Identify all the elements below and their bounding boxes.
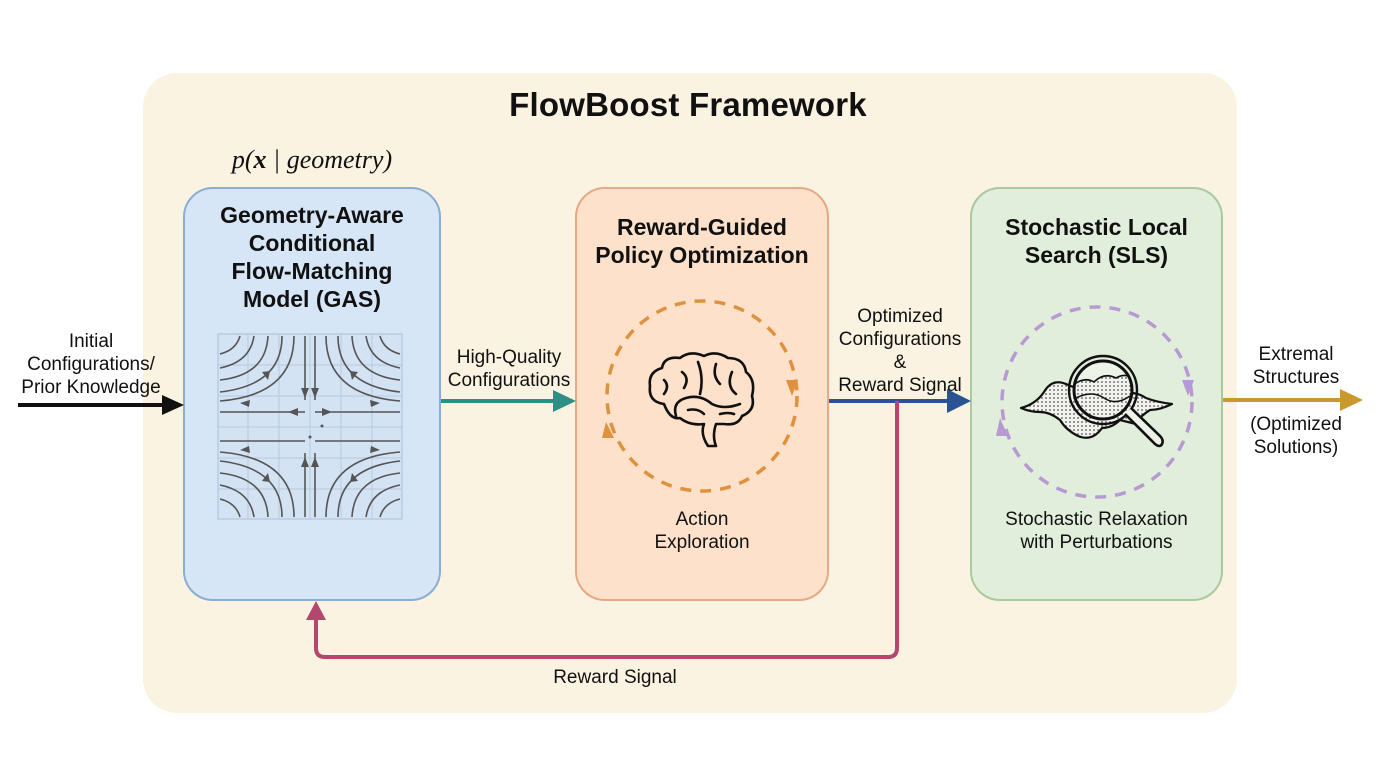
input-arrow: [18, 395, 184, 415]
output-arrow: [1223, 389, 1363, 411]
input-label: Initial Configurations/ Prior Knowledge: [6, 330, 176, 399]
rl-module-caption: Action Exploration: [577, 508, 827, 554]
brain-icon: [648, 352, 755, 448]
sls-perturbation-loop: [996, 305, 1194, 499]
gas-to-rl-label: High-Quality Configurations: [438, 346, 580, 392]
sls-title-line: Stochastic Local: [1005, 214, 1188, 240]
feedback-arrow: [306, 401, 899, 659]
gas-title-line: Model (GAS): [243, 286, 381, 312]
output-label: Extremal Structures: [1226, 343, 1366, 389]
rl-caption-line: Action: [675, 509, 729, 530]
sls-title-line: Search (SLS): [1024, 242, 1169, 268]
output-label-line: Structures: [1252, 367, 1340, 388]
rl-to-sls-label-line: Optimized: [857, 306, 943, 327]
sls-caption-line: with Perturbations: [1020, 532, 1173, 553]
formula-separator: |: [266, 145, 287, 174]
magnifier-landscape-icon: [1019, 354, 1174, 448]
input-label-line: Configurations/: [27, 354, 155, 375]
rl-to-sls-label-line: Reward Signal: [838, 375, 962, 396]
formula-variable: x: [253, 145, 267, 174]
gas-module-title: Geometry-Aware Conditional Flow-Matching…: [185, 201, 439, 313]
formula-prefix: p(: [231, 145, 254, 174]
gas-to-rl-label-line: High-Quality: [456, 347, 562, 368]
gas-to-rl-label-line: Configurations: [447, 370, 571, 391]
input-label-line: Prior Knowledge: [21, 377, 161, 398]
gas-title-line: Flow-Matching: [231, 258, 393, 284]
rl-to-sls-label-line: Configurations: [838, 329, 962, 350]
rl-module-title: Reward-Guided Policy Optimization: [577, 213, 827, 269]
sls-module-caption: Stochastic Relaxation with Perturbations: [972, 508, 1221, 554]
rl-to-sls-label: Optimized Configurations & Reward Signal: [828, 305, 972, 397]
gas-title-line: Conditional: [248, 230, 376, 256]
output-sublabel: (Optimized Solutions): [1226, 413, 1366, 459]
loop-arrowhead-icon: [602, 422, 614, 438]
rl-title-line: Reward-Guided: [617, 214, 787, 240]
rl-module-box: Reward-Guided Policy Optimization Action…: [575, 187, 829, 601]
output-label-line: Extremal: [1258, 344, 1334, 365]
vector-field-icon: [217, 333, 403, 520]
rl-title-line: Policy Optimization: [595, 242, 809, 268]
sls-caption-line: Stochastic Relaxation: [1005, 509, 1188, 530]
loop-arrowhead-icon: [1182, 380, 1194, 396]
diagram-title: FlowBoost Framework: [509, 86, 867, 123]
sls-module-title: Stochastic Local Search (SLS): [972, 213, 1221, 269]
formula-suffix: ): [383, 145, 393, 174]
output-sublabel-line: (Optimized: [1250, 414, 1342, 435]
rl-to-sls-label-line: &: [893, 352, 907, 373]
formula-condition: geometry: [286, 145, 384, 174]
rl-caption-line: Exploration: [654, 532, 750, 553]
gas-to-rl-arrow: [441, 390, 576, 412]
feedback-label: Reward Signal: [553, 667, 677, 688]
output-sublabel-line: Solutions): [1253, 437, 1339, 458]
rl-to-sls-arrow: [829, 389, 971, 413]
input-label-line: Initial: [68, 331, 114, 352]
rl-exploration-loop: [602, 299, 799, 493]
gas-title-line: Geometry-Aware: [220, 202, 404, 228]
conditional-formula: p(x | geometry): [182, 145, 442, 175]
loop-arrowhead-icon: [996, 418, 1008, 436]
loop-arrowhead-icon: [786, 380, 798, 396]
